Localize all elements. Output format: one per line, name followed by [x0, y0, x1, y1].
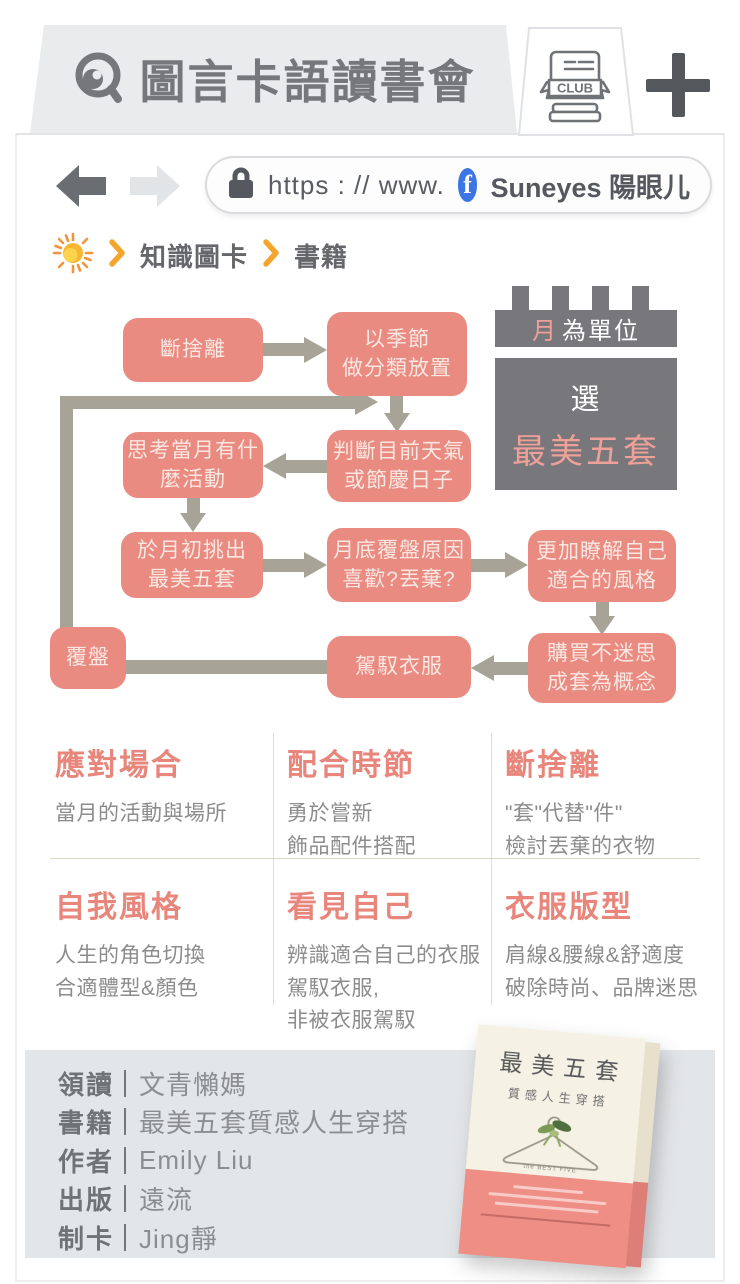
site-name: Suneyes 陽眼儿: [490, 172, 690, 203]
back-arrow-button[interactable]: [52, 158, 110, 214]
feedback-line-vertical: [60, 396, 73, 636]
chevron-right-icon: [109, 238, 125, 272]
calendar-unit-rest: 為單位: [562, 318, 640, 345]
arrow-season-to-judge: [390, 396, 403, 414]
breadcrumb: 知識圖卡 書籍: [52, 232, 348, 278]
page-title: 圖言卡語讀書會: [139, 56, 476, 108]
section-occasion: 應對場合 當月的活動與場所: [55, 749, 227, 825]
row-divider: [50, 858, 700, 859]
flow-box-buy-as-sets: 購買不迷思成套為概念: [528, 633, 676, 703]
breadcrumb-item-books[interactable]: 書籍: [294, 241, 349, 272]
club-banner-text: CLUB: [557, 81, 593, 96]
club-logo-icon: [72, 49, 124, 110]
column-divider: [491, 733, 492, 1005]
arrowhead-down-icon: [589, 616, 615, 635]
calendar-ring: [512, 286, 529, 314]
feedback-arrow-horizontal: [60, 396, 356, 409]
arrowhead-left-icon: [263, 453, 286, 479]
arrowhead-right-icon: [505, 552, 528, 578]
flow-box-season-storage: 以季節做分類放置: [327, 312, 467, 396]
flow-box-weather-festival: 判斷目前天氣或節慶日子: [327, 430, 471, 502]
section-self-style: 自我風格 人生的角色切換 合適體型&顏色: [55, 891, 206, 1000]
credit-row-book: 書籍 最美五套質感人生穿搭: [58, 1108, 410, 1139]
arrowhead-right-icon: [304, 552, 327, 578]
credit-row-author: 作者 Emily Liu: [58, 1144, 254, 1177]
browser-tab-active[interactable]: 圖言卡語讀書會: [30, 25, 517, 133]
calendar-ring: [632, 286, 649, 314]
flow-box-month-end-review: 月底覆盤原因喜歡?丟棄?: [327, 528, 471, 602]
section-clothing-cut: 衣服版型 肩線&腰線&舒適度 破除時尚、品牌迷思: [505, 891, 699, 1000]
arrow-review-to-understand: [471, 559, 507, 572]
new-tab-plus-icon[interactable]: [643, 50, 713, 120]
book-cover: 最美五套 質感人生穿搭 the BEST FIVE: [458, 1024, 661, 1269]
pick-word: 選: [570, 383, 602, 416]
url-text: https : // www.: [268, 169, 445, 200]
arrow-understand-to-buy: [596, 602, 609, 617]
forward-arrow-button[interactable]: [126, 158, 184, 214]
credit-row-leader: 領讀 文青懶媽: [58, 1069, 248, 1100]
column-divider: [273, 733, 274, 1005]
book-title: 最美五套: [498, 1048, 629, 1086]
arrowhead-down-icon: [384, 413, 410, 432]
flow-box-pick-best-five: 於月初挑出最美五套: [121, 532, 263, 598]
arrowhead-left-icon: [471, 655, 494, 681]
flow-box-replay: 覆盤: [50, 627, 126, 689]
arrow-buy-to-wear: [492, 662, 528, 675]
credits-list: 領讀 文青懶媽 書籍 最美五套質感人生穿搭 作者 Emily Liu 出版 遠流…: [58, 1064, 409, 1257]
flow-box-declutter: 斷捨離: [123, 318, 263, 382]
facebook-icon: f: [457, 168, 478, 202]
arrow-declutter-to-season: [263, 343, 306, 356]
book-pink-band: [458, 1168, 634, 1269]
url-bar[interactable]: https : // www. f Suneyes 陽眼儿: [205, 156, 712, 214]
arrow-think-to-pick: [187, 498, 200, 514]
arrowhead-down-icon: [180, 513, 206, 532]
calendar-ring: [592, 286, 609, 314]
section-season: 配合時節 勇於嘗新 飾品配件搭配: [287, 749, 416, 858]
calendar-unit-accent: 月: [532, 318, 558, 345]
best-five-word: 最美五套: [512, 432, 660, 471]
green-bow-icon: [537, 1120, 572, 1148]
calendar-pick-banner: 選 最美五套: [495, 358, 677, 490]
arrow-judge-to-think: [286, 460, 327, 473]
flow-box-master-clothes: 駕馭衣服: [327, 636, 471, 698]
credit-row-cardmaker: 制卡 Jing靜: [58, 1223, 218, 1254]
breadcrumb-item-knowledge-cards[interactable]: 知識圖卡: [140, 241, 249, 272]
line-wear-to-replay: [124, 660, 327, 674]
browser-tab-club[interactable]: CLUB: [517, 26, 635, 137]
chevron-right-icon: [263, 238, 279, 272]
calendar-ring: [552, 286, 569, 314]
arrowhead-right-icon: [304, 337, 327, 363]
credit-row-publisher: 出版 遠流: [58, 1185, 194, 1216]
section-declutter: 斷捨離 "套"代替"件" 檢討丟棄的衣物: [505, 749, 656, 858]
section-see-yourself: 看見自己 辨識適合自己的衣服 駕馭衣服, 非被衣服駕馭: [287, 891, 481, 1033]
sun-icon: [52, 232, 94, 279]
lock-icon: [227, 166, 255, 205]
flow-box-understand-style: 更加瞭解自己適合的風格: [528, 530, 676, 602]
arrow-pick-to-review: [263, 559, 306, 572]
hanger-illustration-icon: [465, 1104, 638, 1187]
flow-box-month-activities: 思考當月有什麼活動: [123, 432, 263, 498]
calendar-unit-banner: 月 為單位: [495, 310, 677, 347]
